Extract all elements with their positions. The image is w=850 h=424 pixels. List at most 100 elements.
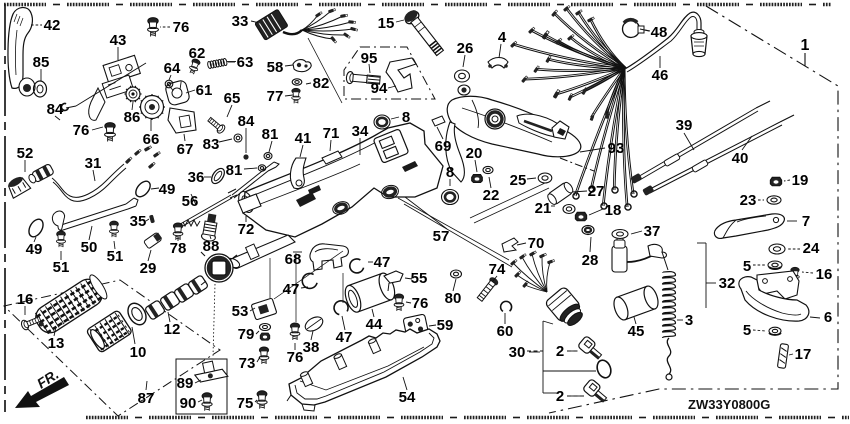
svg-text:4: 4 (498, 29, 507, 46)
svg-text:66: 66 (143, 131, 160, 148)
svg-text:46: 46 (652, 67, 669, 84)
svg-text:51: 51 (107, 248, 124, 265)
svg-text:53: 53 (232, 303, 249, 320)
svg-text:38: 38 (303, 339, 320, 356)
svg-text:82: 82 (313, 75, 330, 92)
svg-text:8: 8 (446, 164, 454, 181)
svg-text:47: 47 (283, 281, 300, 298)
svg-text:25: 25 (510, 172, 527, 189)
svg-text:32: 32 (719, 275, 736, 292)
svg-text:76: 76 (73, 122, 90, 139)
svg-text:41: 41 (295, 130, 312, 147)
svg-text:61: 61 (196, 82, 213, 99)
svg-text:21: 21 (535, 200, 552, 217)
svg-text:48: 48 (651, 24, 668, 41)
svg-text:81: 81 (262, 126, 279, 143)
svg-text:81: 81 (226, 162, 243, 179)
svg-text:19: 19 (792, 172, 809, 189)
svg-text:59: 59 (437, 317, 454, 334)
svg-text:18: 18 (605, 202, 622, 219)
svg-text:76: 76 (173, 19, 190, 36)
svg-text:30: 30 (509, 344, 526, 361)
svg-text:27: 27 (588, 183, 605, 200)
svg-text:24: 24 (803, 240, 820, 257)
svg-text:76: 76 (412, 295, 429, 312)
svg-text:75: 75 (237, 395, 254, 412)
svg-text:17: 17 (795, 346, 812, 363)
svg-text:55: 55 (411, 270, 428, 287)
svg-text:13: 13 (48, 335, 65, 352)
svg-text:34: 34 (352, 123, 369, 140)
svg-text:87: 87 (138, 390, 155, 407)
svg-text:29: 29 (140, 260, 157, 277)
svg-text:23: 23 (740, 192, 757, 209)
svg-text:6: 6 (824, 309, 832, 326)
svg-text:74: 74 (489, 261, 506, 278)
svg-text:86: 86 (124, 109, 141, 126)
svg-text:88: 88 (203, 238, 220, 255)
svg-text:22: 22 (483, 187, 500, 204)
svg-text:10: 10 (130, 344, 147, 361)
svg-text:1: 1 (801, 37, 810, 54)
svg-text:47: 47 (374, 254, 391, 271)
svg-text:47: 47 (336, 329, 353, 346)
svg-text:68: 68 (285, 251, 302, 268)
svg-text:33: 33 (232, 13, 249, 30)
svg-text:70: 70 (528, 235, 545, 252)
svg-text:40: 40 (732, 150, 749, 167)
svg-text:2: 2 (556, 388, 564, 405)
svg-text:7: 7 (802, 213, 810, 230)
svg-text:52: 52 (17, 145, 34, 162)
svg-text:35: 35 (130, 213, 147, 230)
svg-text:84: 84 (238, 113, 255, 130)
svg-text:85: 85 (33, 54, 50, 71)
svg-text:50: 50 (81, 239, 98, 256)
svg-text:56: 56 (182, 193, 199, 210)
svg-text:39: 39 (676, 117, 693, 134)
svg-text:49: 49 (26, 241, 43, 258)
svg-text:28: 28 (582, 252, 599, 269)
svg-text:63: 63 (237, 54, 254, 71)
svg-text:95: 95 (361, 50, 378, 67)
svg-text:20: 20 (466, 145, 483, 162)
svg-text:42: 42 (44, 17, 61, 34)
svg-text:89: 89 (177, 375, 194, 392)
svg-text:73: 73 (239, 355, 256, 372)
svg-text:15: 15 (378, 15, 395, 32)
svg-text:37: 37 (644, 223, 661, 240)
svg-text:67: 67 (177, 141, 194, 158)
svg-text:44: 44 (366, 316, 383, 333)
svg-text:77: 77 (267, 88, 284, 105)
svg-text:16: 16 (816, 266, 833, 283)
svg-text:45: 45 (628, 323, 645, 340)
svg-text:3: 3 (685, 312, 693, 329)
svg-text:57: 57 (433, 228, 450, 245)
svg-text:90: 90 (180, 395, 197, 412)
svg-text:5: 5 (743, 322, 751, 339)
svg-text:58: 58 (267, 59, 284, 76)
svg-text:54: 54 (399, 389, 416, 406)
svg-text:16: 16 (17, 291, 34, 308)
svg-text:51: 51 (53, 259, 70, 276)
svg-text:80: 80 (445, 290, 462, 307)
svg-text:93: 93 (608, 140, 625, 157)
svg-text:49: 49 (159, 181, 176, 198)
svg-text:43: 43 (110, 32, 127, 49)
svg-text:76: 76 (287, 349, 304, 366)
svg-text:78: 78 (170, 240, 187, 257)
svg-text:79: 79 (238, 326, 255, 343)
svg-text:64: 64 (164, 60, 181, 77)
svg-text:5: 5 (743, 258, 751, 275)
svg-text:94: 94 (371, 80, 388, 97)
svg-text:2: 2 (556, 343, 564, 360)
svg-text:12: 12 (164, 321, 181, 338)
svg-text:36: 36 (188, 169, 205, 186)
svg-text:31: 31 (85, 155, 102, 172)
svg-text:60: 60 (497, 323, 514, 340)
svg-text:84: 84 (47, 101, 64, 118)
svg-text:69: 69 (435, 138, 452, 155)
svg-text:8: 8 (402, 109, 410, 126)
svg-text:71: 71 (323, 125, 340, 142)
svg-text:ZW33Y0800G: ZW33Y0800G (688, 397, 770, 412)
svg-text:83: 83 (203, 136, 220, 153)
